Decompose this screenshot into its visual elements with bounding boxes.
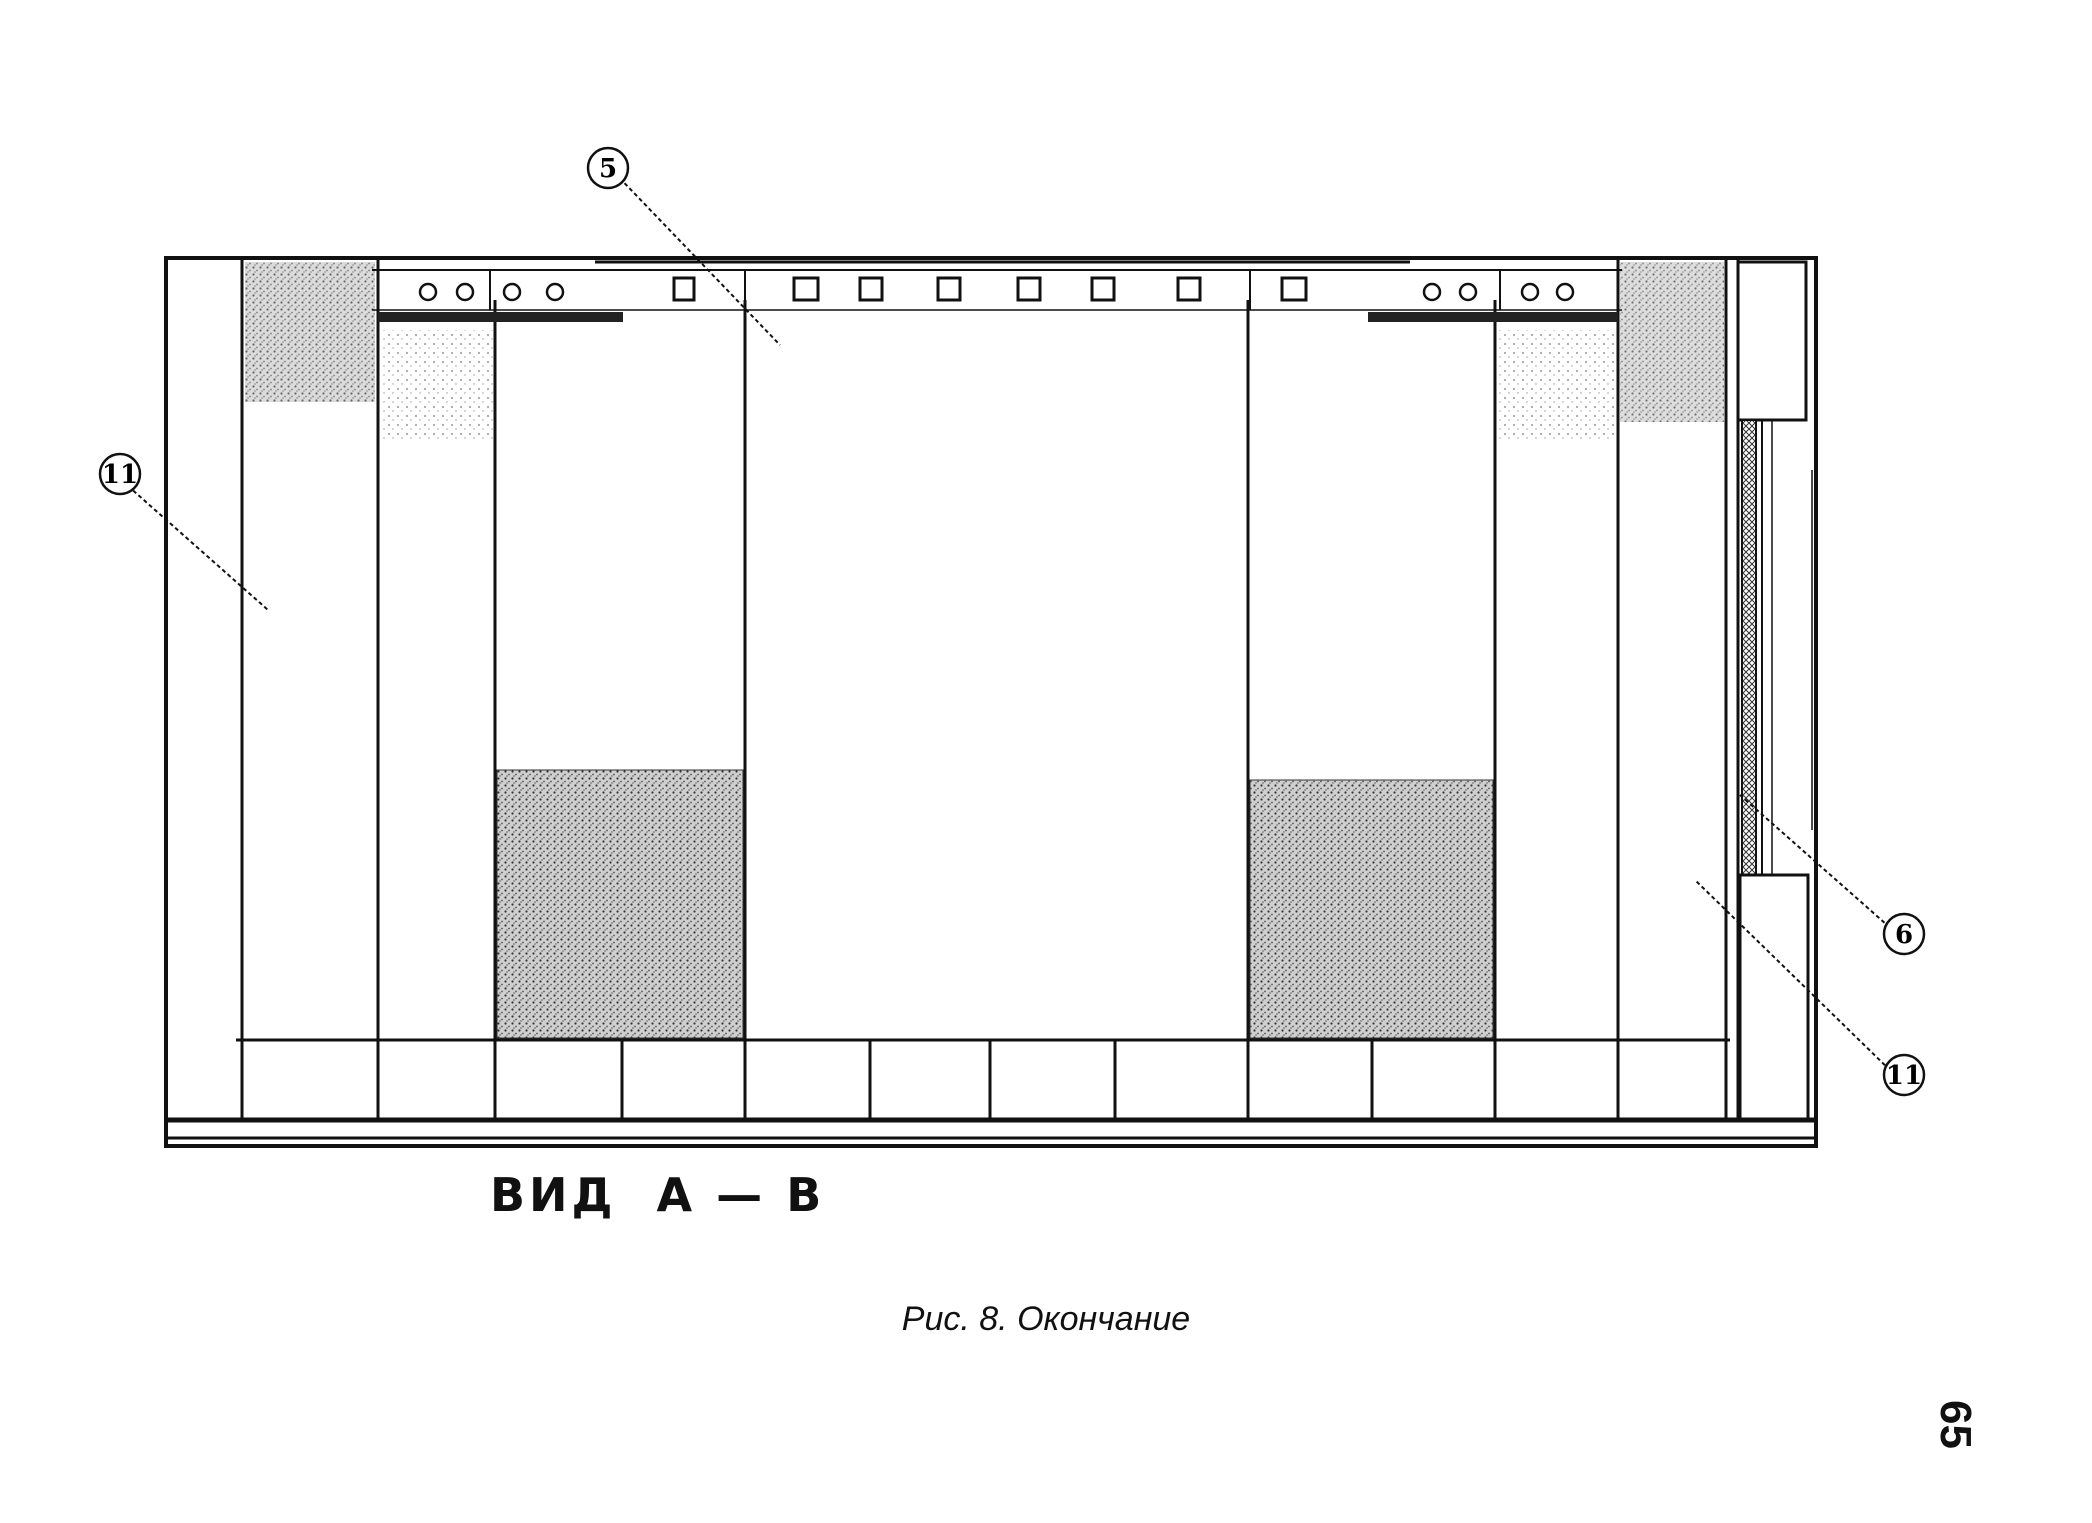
vertical-posts xyxy=(240,258,1740,1120)
beam-luminaires xyxy=(672,276,1308,302)
equipment-blocks xyxy=(496,769,1494,1039)
floor-cells xyxy=(236,1038,1730,1120)
leader-lines xyxy=(127,167,1896,1076)
figure-caption: Рис. 8. Окончание xyxy=(901,1300,1191,1338)
top-beam xyxy=(372,260,1622,322)
right-cabinet xyxy=(1736,260,1813,1122)
callout-11-left: 11 xyxy=(98,452,142,496)
callout-6: 6 xyxy=(1882,912,1926,956)
page-number: 65 xyxy=(1931,1400,1980,1449)
beam-circles xyxy=(418,282,1575,302)
callout-11-right: 11 xyxy=(1882,1053,1926,1097)
svg-text:11: 11 xyxy=(102,460,138,490)
callout-5: 5 xyxy=(586,146,630,190)
svg-text:6: 6 xyxy=(1895,920,1913,950)
svg-text:11: 11 xyxy=(1886,1061,1922,1091)
view-label: ВИД А — В xyxy=(490,1168,826,1222)
svg-text:5: 5 xyxy=(599,154,617,184)
shaded-panels-top xyxy=(245,262,1724,440)
